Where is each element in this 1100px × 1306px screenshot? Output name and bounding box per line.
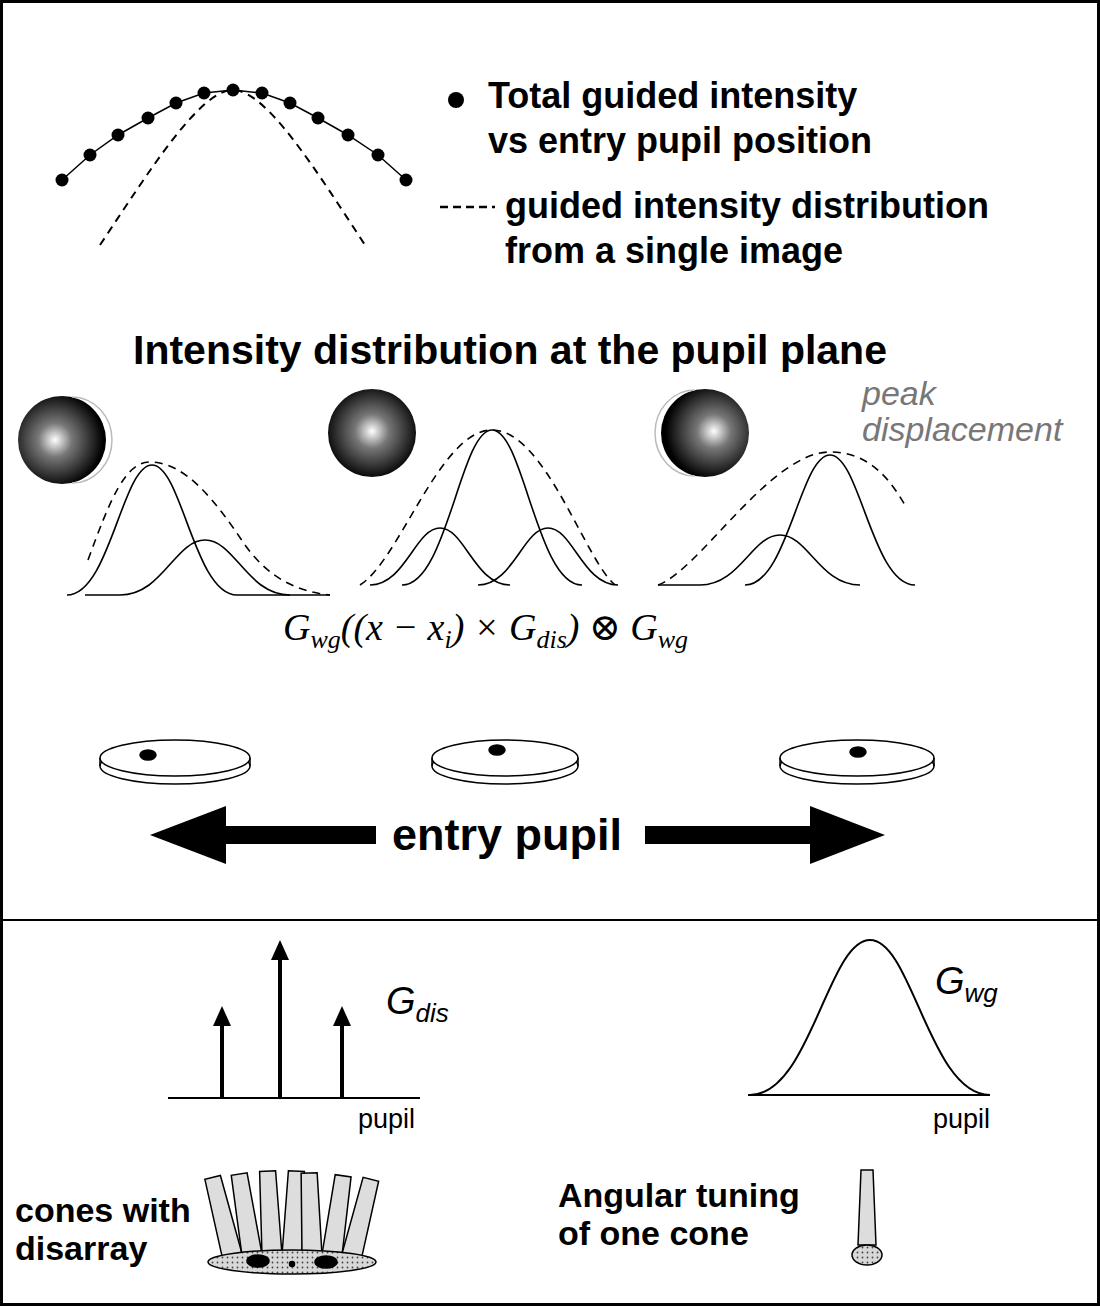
eye-balls bbox=[72, 397, 112, 483]
symbol-text: G bbox=[283, 606, 310, 648]
pupil-plane-profiles bbox=[745, 455, 915, 585]
legend-samples bbox=[440, 92, 495, 207]
pupil-plane-profiles bbox=[402, 430, 582, 585]
single-cone bbox=[852, 1245, 882, 1265]
entry-pupil-discs bbox=[431, 758, 433, 766]
direction-arrows bbox=[150, 806, 885, 864]
cone-array bbox=[342, 1177, 380, 1258]
entry-pupil-discs bbox=[577, 758, 579, 766]
entry-pupil-discs bbox=[140, 750, 156, 760]
entry-pupil-discs bbox=[432, 740, 578, 776]
pupil-plane-profiles bbox=[67, 465, 330, 595]
entry-pupil-discs bbox=[489, 745, 505, 755]
panel-caption: Angular tuning of one cone bbox=[558, 1176, 808, 1252]
direction-arrows bbox=[810, 806, 885, 864]
annotation: peak displacement bbox=[862, 375, 1077, 447]
disarray-distribution bbox=[340, 1022, 344, 1098]
symbol-text: G bbox=[935, 960, 965, 1002]
cone-array bbox=[299, 1173, 322, 1256]
convolution-formula: Gwg((x − xi) × Gdis) ⊗ Gwg bbox=[283, 603, 688, 664]
subscript: wg bbox=[658, 625, 688, 654]
cone-array bbox=[299, 1173, 322, 1256]
entry-pupil-discs bbox=[779, 758, 781, 766]
legend-samples bbox=[448, 92, 464, 108]
eye-balls bbox=[655, 390, 695, 476]
pupil-plane-profiles bbox=[85, 540, 290, 595]
single-image-curve bbox=[100, 90, 365, 245]
direction-arrows bbox=[645, 826, 812, 844]
cone-array bbox=[315, 1256, 337, 1268]
cone-array bbox=[290, 1262, 295, 1267]
subscript: dis bbox=[416, 998, 449, 1028]
symbol-text: ((x − x bbox=[341, 606, 445, 648]
pupil-plane-profiles bbox=[67, 430, 915, 595]
legend-text: Total guided intensity vs entry pupil po… bbox=[488, 73, 888, 163]
symbol-text: ) × G bbox=[452, 606, 537, 648]
section-heading: Intensity distribution at the pupil plan… bbox=[100, 325, 920, 375]
legend-samples bbox=[440, 206, 495, 209]
eye-balls bbox=[661, 389, 749, 477]
disarray-distribution bbox=[168, 940, 420, 1098]
entry-pupil-discs bbox=[249, 758, 251, 766]
single-cone bbox=[852, 1170, 882, 1265]
pupil-plane-profiles bbox=[658, 535, 860, 585]
disarray-distribution bbox=[213, 1006, 231, 1026]
axis-label: pupil bbox=[358, 1103, 415, 1135]
total-intensity-curve bbox=[62, 90, 406, 180]
pupil-plane-profiles bbox=[370, 528, 510, 585]
disarray-distribution bbox=[168, 1097, 420, 1099]
symbol-text: ) ⊗ G bbox=[567, 606, 658, 648]
waveguide-tuning-curve bbox=[750, 940, 990, 1095]
eye-balls bbox=[328, 389, 416, 477]
entry-pupil-discs bbox=[100, 740, 250, 776]
direction-arrows bbox=[150, 806, 226, 864]
direction-arrows bbox=[224, 826, 376, 844]
disarray-distribution bbox=[220, 1022, 224, 1098]
cone-array bbox=[342, 1177, 380, 1258]
function-symbol: Gwg bbox=[935, 958, 998, 1016]
legend-text: guided intensity distribution from a sin… bbox=[505, 183, 1025, 273]
cone-array bbox=[247, 1255, 269, 1267]
entry-pupil-discs bbox=[933, 758, 935, 766]
waveguide-tuning-curve bbox=[748, 1094, 990, 1096]
single-cone bbox=[858, 1170, 876, 1245]
entry-pupil-discs bbox=[850, 747, 866, 757]
symbol-text: G bbox=[386, 980, 416, 1022]
disarray-distribution bbox=[278, 956, 282, 1098]
cone-array bbox=[208, 1250, 376, 1274]
cone-array bbox=[203, 1171, 381, 1274]
cone-array bbox=[229, 1172, 262, 1256]
panel-divider bbox=[0, 919, 1100, 921]
pupil-plane-profiles bbox=[658, 452, 905, 585]
waveguide-tuning-curve bbox=[748, 940, 990, 1095]
disarray-distribution bbox=[271, 940, 289, 960]
axis-label: pupil bbox=[933, 1103, 990, 1135]
panel-caption: cones with disarray bbox=[15, 1191, 215, 1267]
subscript: wg bbox=[310, 625, 340, 654]
cone-array bbox=[229, 1172, 262, 1256]
subscript: dis bbox=[536, 625, 566, 654]
pupil-plane-profiles bbox=[360, 430, 615, 585]
entry-pupil-discs bbox=[99, 758, 101, 766]
total-intensity-curve bbox=[62, 90, 406, 180]
axis-label: entry pupil bbox=[307, 808, 707, 862]
eye-balls bbox=[18, 396, 106, 484]
disarray-distribution bbox=[333, 1006, 351, 1026]
pupil-plane-profiles bbox=[478, 528, 618, 585]
subscript: i bbox=[444, 625, 451, 654]
function-symbol: Gdis bbox=[386, 978, 449, 1036]
eye-balls bbox=[18, 389, 749, 484]
entry-pupil-discs bbox=[100, 740, 934, 784]
subscript: wg bbox=[965, 978, 998, 1008]
cone-array bbox=[258, 1171, 282, 1256]
cone-array bbox=[258, 1171, 282, 1256]
entry-pupil-discs bbox=[780, 740, 934, 776]
pupil-plane-profiles bbox=[88, 462, 330, 595]
